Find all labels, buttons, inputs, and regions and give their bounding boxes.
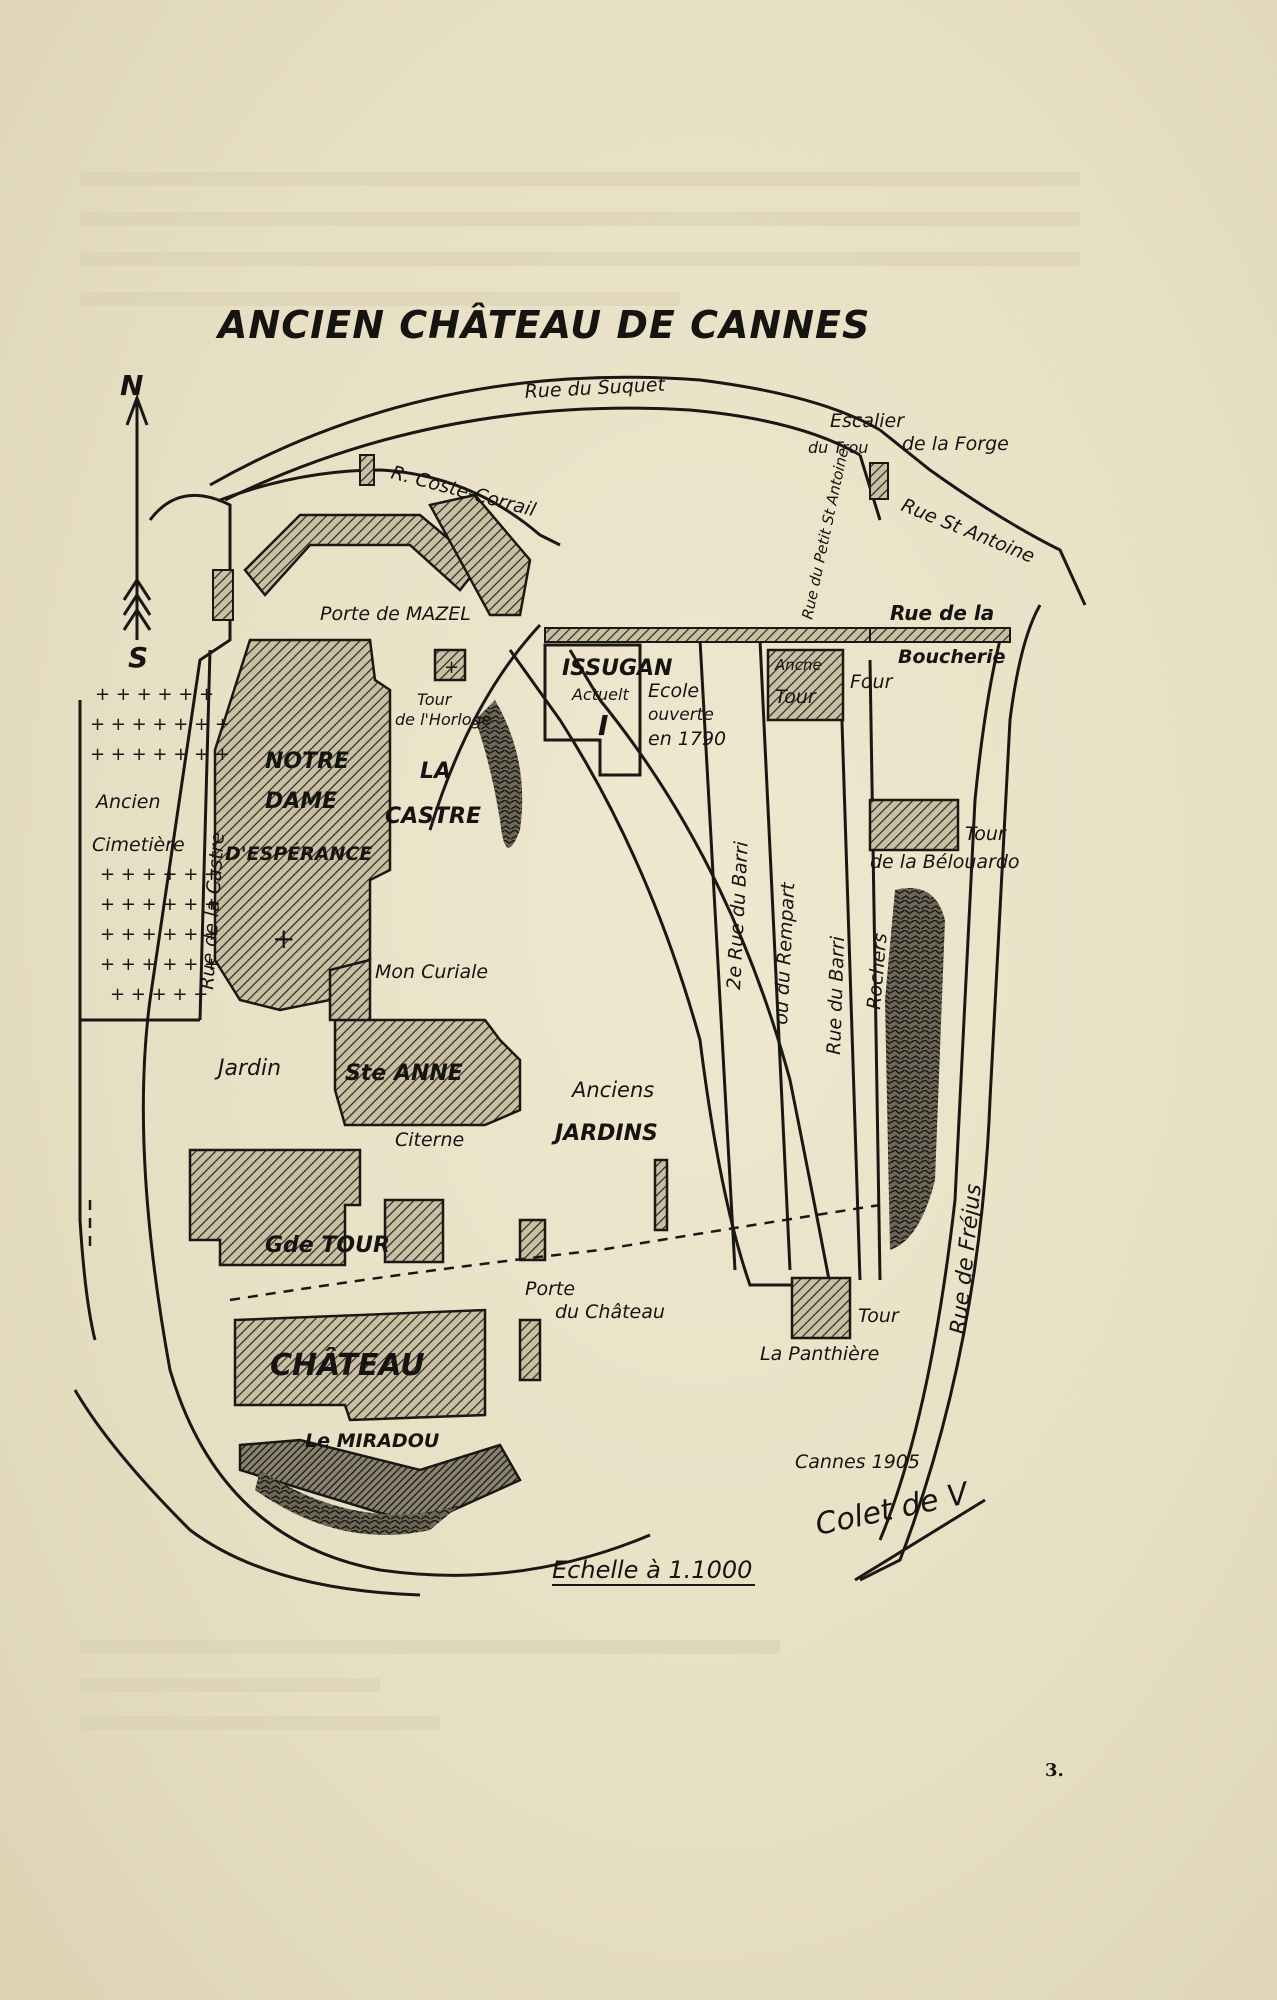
compass-south: S	[128, 641, 148, 674]
svg-text:+ + + + + + +: + + + + + + +	[90, 744, 230, 765]
label-gde-tour: Gde TOUR	[265, 1233, 390, 1258]
porte-de-mazel-wall	[243, 513, 482, 597]
svg-text:+ + + + +: + + + + +	[110, 984, 208, 1005]
label-castre: CASTRE	[385, 804, 481, 829]
svg-text:+ + + + + +: + + + + + +	[95, 684, 214, 705]
label-actuel: Actuelt	[571, 685, 629, 704]
street-boucherie-2: Boucherie	[898, 646, 1006, 668]
tour-panthiere	[790, 1276, 852, 1340]
road-outlines	[73, 375, 1087, 1597]
bleed-through-line	[80, 1678, 380, 1692]
svg-text:+ + + + + +: + + + + + +	[100, 954, 219, 975]
label-mon-curiale: Mon Curiale	[375, 961, 488, 983]
bleed-through-line	[80, 1716, 440, 1730]
label-cimetiere: Cimetière	[92, 834, 185, 856]
compass-north: N	[120, 369, 143, 402]
street-petit-st-antoine: Rue du Petit St Antoine	[798, 446, 852, 621]
label-scale: Echelle à 1.1000	[552, 1556, 752, 1584]
rock-slope	[475, 700, 523, 848]
label-miradou: Le MIRADOU	[305, 1430, 440, 1452]
bleed-through-line	[80, 292, 680, 306]
label-citerne: Citerne	[395, 1129, 464, 1151]
label-tour-horloge-1: Tour	[417, 690, 453, 709]
label-porte-chateau-1: Porte	[525, 1278, 575, 1300]
miradou-rocks	[255, 1470, 460, 1535]
label-cannes: Cannes 1905	[795, 1451, 920, 1473]
label-tour-belouardo-2: de la Bélouardo	[870, 851, 1020, 873]
street-barri: Rue du Barri	[823, 935, 849, 1055]
label-ecole-2: ouverte	[648, 705, 714, 725]
label-escalier-2: du Trou	[808, 438, 868, 457]
map-title: ANCIEN CHÂTEAU DE CANNES	[215, 303, 870, 347]
label-porte-mazel: Porte de MAZEL	[320, 603, 471, 625]
bleed-through-line	[80, 252, 1080, 266]
label-ecole-3: en 1790	[648, 728, 726, 750]
street-st-antoine: Rue St Antoine	[898, 494, 1038, 567]
label-tour-horloge-2: de l'Horloge	[395, 710, 492, 729]
label-ste-anne: Ste ANNE	[345, 1061, 463, 1086]
label-esperance: D'ESPÉRANCE	[225, 842, 372, 865]
tour-belouardo	[868, 798, 960, 852]
miradou-terrace	[238, 1438, 522, 1527]
ste-anne-chapel	[333, 1018, 522, 1127]
rochers-cliff	[885, 888, 945, 1250]
garden-wall	[653, 1158, 669, 1232]
street-rempart: ou du Rempart	[770, 881, 799, 1026]
label-anc-tour-1: Ancne	[774, 656, 822, 674]
curiale-building	[328, 958, 372, 1022]
label-escalier-1: Escalier	[830, 410, 905, 432]
label-ancien: Ancien	[94, 791, 161, 813]
label-la: LA	[420, 759, 451, 784]
label-issugan-num: I	[598, 709, 608, 742]
label-four: Four	[850, 671, 894, 693]
svg-text:+ + + + + +: + + + + + +	[100, 864, 219, 885]
bleed-through-line	[80, 1640, 780, 1654]
cemetery-crosses-icon: + + + + + + + + + + + + + + + + + + + + …	[90, 684, 230, 1005]
page-number: 3.	[1045, 1760, 1064, 1781]
label-notre: NOTRE	[265, 749, 349, 774]
label-issugan: ISSUGAN	[562, 656, 672, 681]
street-frejus: Rue de Fréjus	[946, 1183, 987, 1336]
label-chateau: CHÂTEAU	[270, 1347, 425, 1383]
north-arrow-icon	[122, 393, 152, 640]
label-jardin: Jardin	[214, 1056, 281, 1081]
porte-wall	[518, 1218, 547, 1262]
label-tour-belouardo-1: Tour	[965, 823, 1007, 845]
fence-lines	[212, 454, 1011, 643]
svg-text:+ + + + + + +: + + + + + + +	[90, 714, 230, 735]
label-signature: Colet de V	[812, 1476, 973, 1543]
label-anciens: Anciens	[570, 1078, 654, 1102]
bleed-through-line	[80, 172, 1080, 186]
label-ecole-1: Ecole	[648, 680, 699, 702]
label-porte-chateau-2: du Château	[555, 1301, 665, 1323]
issugan-building	[543, 643, 642, 777]
notre-dame-church	[213, 638, 392, 1012]
label-jardins: JARDINS	[551, 1121, 658, 1146]
svg-text:+ + + + + +: + + + + + +	[100, 894, 219, 915]
horloge-tower	[433, 648, 467, 682]
signature-stroke	[854, 1498, 986, 1582]
label-anc-tour-2: Tour	[775, 686, 817, 708]
grande-tour-building	[188, 1148, 362, 1267]
label-dame: DAME	[265, 789, 337, 814]
ancienne-tour	[766, 648, 845, 722]
svg-text:+ + + + + +: + + + + + +	[100, 924, 219, 945]
bleed-through-line	[80, 212, 1080, 226]
label-escalier-3: de la Forge	[902, 433, 1009, 455]
street-barri2: 2e Rue du Barri	[723, 840, 753, 990]
chateau-gate-wall	[518, 1318, 542, 1382]
dashed-path	[88, 1200, 881, 1302]
church-cross-icon: +	[272, 922, 295, 955]
label-tour-panthiere-1: Tour	[858, 1305, 900, 1327]
label-tour-panthiere-2: La Panthière	[760, 1343, 879, 1365]
street-suquet: Rue du Suquet	[524, 374, 667, 403]
coste-corrail-wall	[428, 493, 532, 617]
horloge-cross-icon: +	[444, 657, 459, 678]
street-boucherie-1: Rue de la	[890, 601, 994, 625]
chateau-building	[233, 1308, 487, 1422]
citerne-block	[383, 1198, 445, 1264]
